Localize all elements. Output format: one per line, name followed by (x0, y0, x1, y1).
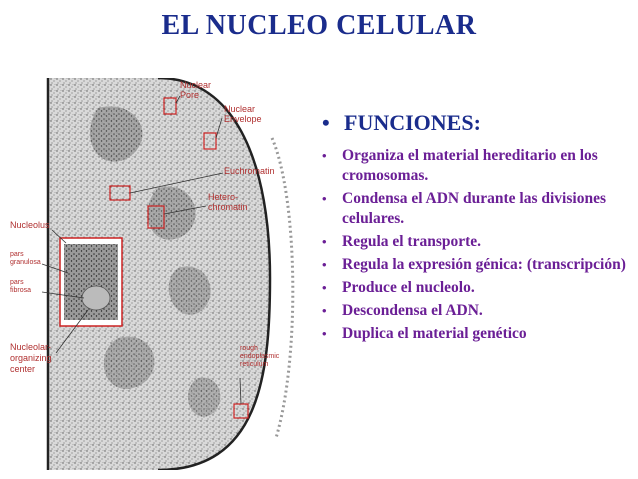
label-nucleolar-organizing-center: Nucleolar- organizing center (10, 342, 52, 374)
svg-text:Pore: Pore (180, 90, 199, 100)
list-item: •Regula el transporte. (322, 232, 634, 252)
functions-content: • FUNCIONES: •Organiza el material hered… (322, 110, 634, 347)
svg-text:pars: pars (10, 251, 24, 258)
svg-text:Nuclear: Nuclear (180, 80, 211, 90)
bullet-icon: • (322, 301, 342, 321)
functions-heading: • FUNCIONES: (322, 110, 634, 136)
label-nuclear-envelope: Nuclear Envelope (224, 104, 262, 124)
list-item: •Produce el nucleolo. (322, 278, 634, 298)
slide-title: EL NUCLEO CELULAR (0, 10, 638, 42)
svg-text:organizing: organizing (10, 353, 52, 363)
svg-text:Envelope: Envelope (224, 114, 262, 124)
label-pars-fibrosa: pars fibrosa (10, 279, 31, 294)
cell-nucleus-diagram: Nuclear Pore Nuclear Envelope Euchromati… (8, 78, 308, 470)
svg-text:rough: rough (240, 345, 258, 352)
svg-text:Nucleolar-: Nucleolar- (10, 342, 51, 352)
list-item: •Regula la expresión génica: (transcripc… (322, 255, 634, 275)
bullet-icon: • (322, 146, 342, 186)
label-nucleolus: Nucleolus (10, 220, 50, 230)
nucleus-body (8, 78, 308, 470)
svg-text:chromatin: chromatin (208, 202, 248, 212)
list-item: •Descondensa el ADN. (322, 301, 634, 321)
functions-heading-text: FUNCIONES: (344, 110, 481, 136)
svg-text:granulosa: granulosa (10, 259, 41, 266)
bullet-icon: • (322, 255, 342, 275)
label-euchromatin: Euchromatin (224, 166, 275, 176)
bullet-icon: • (322, 324, 342, 344)
list-item: •Condensa el ADN durante las divisiones … (322, 189, 634, 229)
functions-list: •Organiza el material hereditario en los… (322, 146, 634, 344)
svg-text:fibrosa: fibrosa (10, 287, 31, 294)
svg-text:reticulum: reticulum (240, 361, 269, 368)
bullet-icon: • (322, 110, 344, 136)
svg-text:center: center (10, 364, 35, 374)
svg-text:endoplasmic: endoplasmic (240, 353, 280, 360)
bullet-icon: • (322, 232, 342, 252)
label-pars-granulosa: pars granulosa (10, 251, 41, 266)
bullet-icon: • (322, 278, 342, 298)
svg-text:pars: pars (10, 279, 24, 286)
svg-text:Nuclear: Nuclear (224, 104, 255, 114)
list-item: •Organiza el material hereditario en los… (322, 146, 634, 186)
svg-text:Hetero-: Hetero- (208, 192, 238, 202)
list-item: •Duplica el material genético (322, 324, 634, 344)
bullet-icon: • (322, 189, 342, 229)
